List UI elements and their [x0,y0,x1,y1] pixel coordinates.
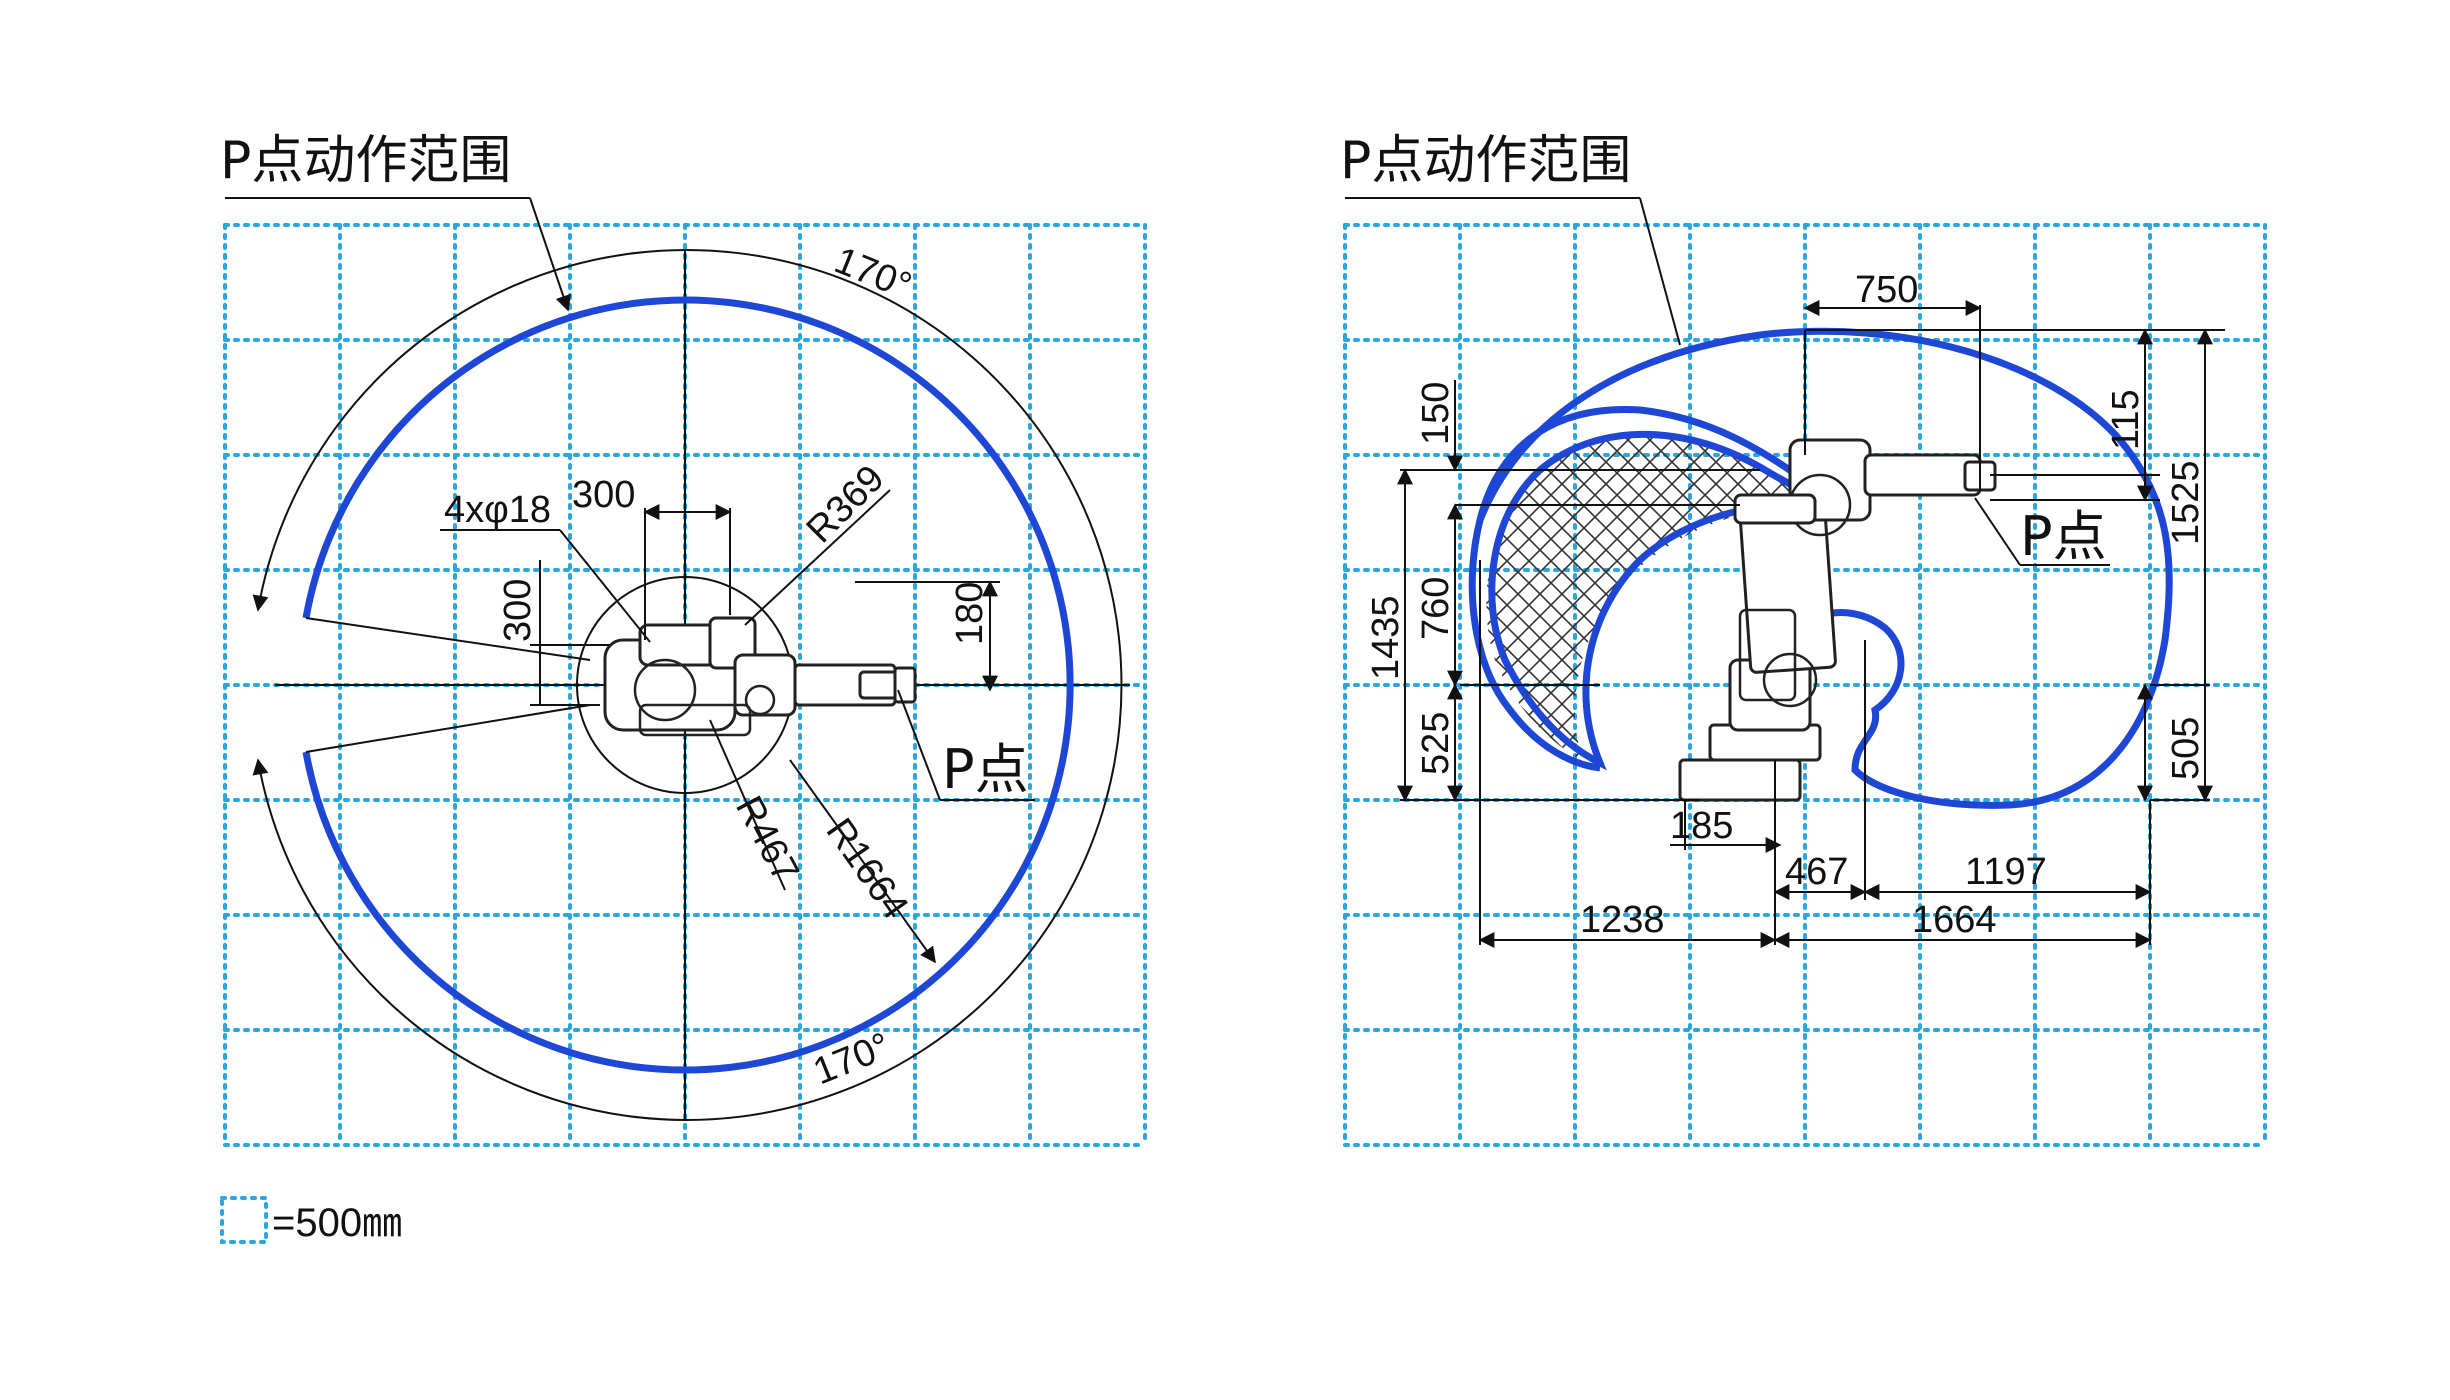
dim-1238: 1238 [1580,899,1665,941]
radius-1664-label: R1664 [818,811,917,927]
radius-467-label: R467 [727,790,807,890]
angle-label-top: 170° [829,239,918,307]
right-view-title: P点动作范围 [1340,131,1631,191]
dim-1435: 1435 [1365,595,1407,680]
legend-grid-square [220,1196,268,1244]
dim-760: 760 [1415,577,1457,640]
robot-top-view [603,616,917,737]
envelope-edge-upper [305,617,591,661]
p-point-envelope-inner [1488,430,1847,771]
robot-side-view [1678,438,1997,802]
dim-1197: 1197 [1965,851,2047,893]
radius-369-label: R369 [799,457,893,551]
dim-180: 180 [949,582,991,645]
right-view: P点动作范围 [1340,131,2267,1147]
p-point-envelope-left [302,296,1074,1074]
dim-1525: 1525 [2165,460,2207,545]
legend-scale-text: =500㎜ [272,1201,402,1245]
dim-185: 185 [1670,805,1733,847]
dim-300-side: 300 [497,579,539,642]
dim-750: 750 [1855,269,1918,311]
p-point-envelope-outer [1476,327,2173,809]
p-point-label-left: P点 [942,738,1029,801]
holes-label: 4xφ18 [444,489,551,531]
dim-525: 525 [1415,712,1457,775]
p-point-label-right: P点 [2020,505,2107,568]
left-view-title: P点动作范围 [220,131,511,191]
hatched-restricted-region [1486,434,1845,770]
scale-legend: =500㎜ [220,1196,402,1245]
dim-1664: 1664 [1912,899,1997,941]
dim-150: 150 [1415,382,1457,445]
dim-115: 115 [2105,389,2147,450]
dim-300-top: 300 [572,474,635,516]
envelope-edge-lower [305,704,591,753]
rotation-angle-arc [252,249,1123,1121]
dim-505: 505 [2165,717,2207,780]
left-view: P点动作范围 [220,131,1147,1147]
dim-467: 467 [1785,851,1848,893]
